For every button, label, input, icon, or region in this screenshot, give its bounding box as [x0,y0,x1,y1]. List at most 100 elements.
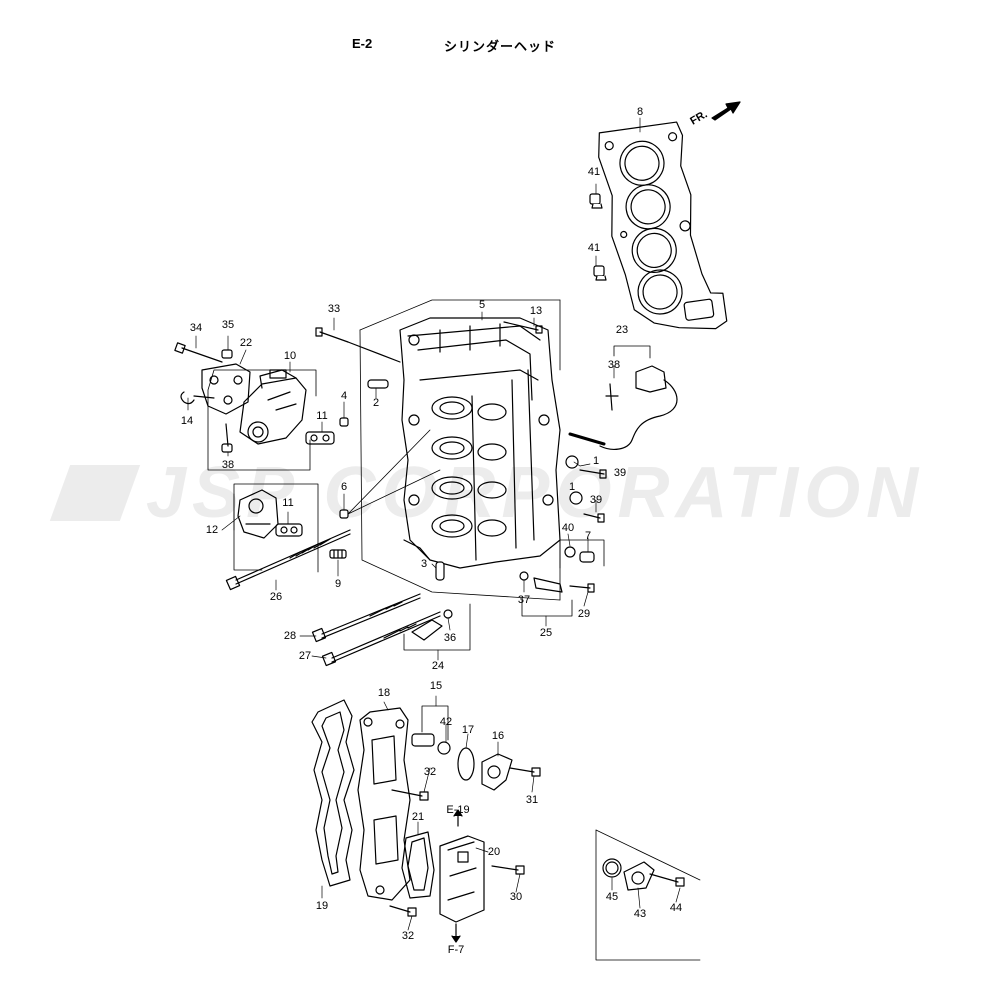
arrow-down-icon [451,923,461,943]
module-20 [439,835,485,923]
callout-33: 33 [327,303,341,315]
callout-17: 17 [461,724,475,736]
callout-11: 11 [316,410,328,422]
stud-9 [329,549,347,559]
callout-38: 38 [607,359,621,371]
callout-24: 24 [431,660,445,672]
callout-30: 30 [509,891,523,903]
bracket-plate [201,363,251,415]
bolt-44 [649,873,685,887]
plug-6 [339,509,349,519]
page-title: シリンダーヘッド [444,39,557,54]
long-bolt-28 [311,593,421,643]
callout-34: 34 [189,322,203,334]
page-code: E-2 [352,36,373,51]
thermostat-42 [411,733,451,755]
callout-20: 20 [487,846,501,858]
callout-39: 39 [613,467,627,479]
callout-14: 14 [180,415,194,427]
callout-21: 21 [411,811,425,823]
callout-39: 39 [589,494,603,506]
callout-35: 35 [221,319,235,331]
gasket-19 [311,699,355,887]
gasket-11 [305,431,335,445]
callout-19: 19 [315,900,329,912]
o-ring-45 [602,858,622,878]
callout-2: 2 [372,397,380,409]
ref-up-e19[interactable]: E-19 [446,804,470,816]
stud-bolt-13 [503,321,543,334]
gasket-21 [401,831,435,899]
bolt-30 [491,865,525,875]
callout-11: 11 [282,497,294,509]
bolt-39 [583,513,605,523]
washer-1 [569,491,583,505]
clip-14 [180,391,215,405]
callout-26: 26 [269,591,283,603]
bolt-35 [221,349,233,359]
seal-17 [457,747,475,781]
cylinder-head [399,317,561,569]
callout-7: 7 [584,530,592,542]
callout-37: 37 [517,594,531,606]
callout-22: 22 [239,337,253,349]
head-bolt-33 [315,327,401,363]
callout-10: 10 [283,350,297,362]
callout-40: 40 [561,522,575,534]
sleeve-3 [435,561,445,581]
bolt-34 [174,342,223,363]
bolt-38 [221,423,233,453]
callout-6: 6 [340,481,348,493]
washer-1 [565,455,579,469]
callout-18: 18 [377,687,391,699]
plug-4 [339,417,349,427]
inset-frame [595,829,701,961]
callout-45: 45 [605,891,619,903]
callout-3: 3 [420,558,428,570]
callout-27: 27 [298,650,312,662]
callout-13: 13 [529,305,543,317]
bolt-32 [389,905,417,917]
callout-12: 12 [205,524,219,536]
callout-16: 16 [491,730,505,742]
callout-23: 23 [615,324,629,336]
callout-1: 1 [592,455,600,467]
callout-36: 36 [443,632,457,644]
callout-4: 4 [340,390,348,402]
callout-15: 15 [429,680,443,692]
washer-40 [564,546,576,558]
callout-29: 29 [577,608,591,620]
bolt-39 [579,469,607,479]
callout-44: 44 [669,902,683,914]
dowel-pin [593,265,607,281]
callout-5: 5 [478,299,486,311]
callout-41: 41 [587,166,601,178]
sensor-harness [568,365,678,450]
plug-7 [579,551,595,563]
thermostat-cover-16 [481,753,541,791]
arrow-up-icon [453,809,463,827]
callout-42: 42 [439,716,453,728]
callout-25: 25 [539,627,553,639]
callout-1: 1 [568,481,576,493]
head-gasket [598,121,728,330]
callout-31: 31 [525,794,539,806]
long-bolt-27 [321,611,441,667]
callout-43: 43 [633,908,647,920]
callout-9: 9 [334,578,342,590]
exhaust-cover-18 [357,707,411,901]
dowel-pin [589,193,603,209]
valve-housing-12 [237,489,279,539]
front-arrow-icon [711,101,741,121]
oil-control-valve [239,369,307,445]
callout-41: 41 [587,242,601,254]
callout-32: 32 [401,930,415,942]
callout-8: 8 [636,106,644,118]
callout-32: 32 [423,766,437,778]
ref-down-f7[interactable]: F-7 [447,944,465,956]
sensor-43 [623,861,655,891]
long-bolt-26 [225,529,351,591]
callout-28: 28 [283,630,297,642]
gasket-11 [275,523,303,537]
